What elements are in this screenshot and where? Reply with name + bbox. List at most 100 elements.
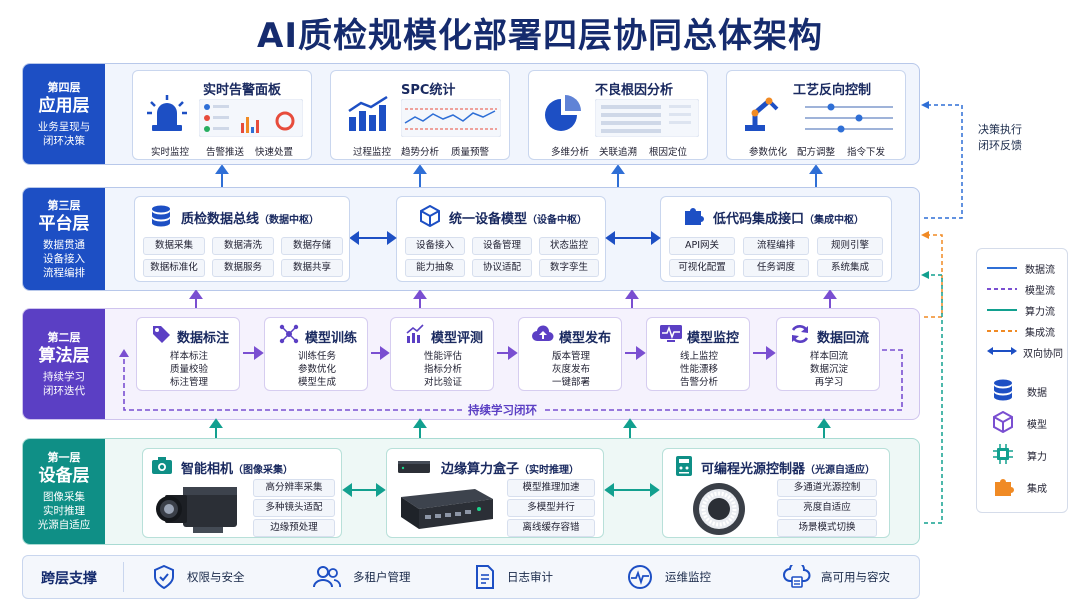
card-item: 性能评估 [423, 351, 462, 362]
platform-card-device-model[interactable]: 统一设备模型（设备中枢） 设备接入 设备管理 状态监控 能力抽象 协议适配 数字… [396, 196, 606, 282]
device-card-light-controller[interactable]: 可编程光源控制器（光源自适应） 多通道光源控制 亮度自适应 场景模式切换 [662, 448, 890, 538]
app-card-spc[interactable]: SPC统计 过程监控 趋势分析 质量预警 [330, 70, 510, 160]
legend: 数据流 模型流 算力流 集成流 双向协同 数据 模型 算力 集成 [976, 248, 1068, 513]
card-items: 训练任务参数优化模型生成 [265, 350, 369, 389]
cube-icon [420, 205, 440, 227]
bidirectional-arrows-device [342, 483, 660, 497]
card-item: 参数优化 [297, 364, 336, 375]
card-items: 线上监控性能漂移告警分析 [647, 350, 751, 389]
feature-pill: 数据存储 [281, 237, 343, 255]
layer-name: 应用层 [38, 95, 90, 116]
layer-desc: 设备接入 [43, 252, 85, 265]
feature-pill: 系统集成 [817, 259, 883, 277]
algo-card-release[interactable]: 模型发布 版本管理灰度发布一键部署 [518, 317, 622, 391]
app-card-alarm[interactable]: 实时告警面板 实时监控 告警推送 快速处置 [132, 70, 312, 160]
card-title: 统一设备模型（设备中枢） [449, 208, 587, 227]
layer-number: 第二层 [47, 330, 81, 344]
controller-icon [676, 456, 692, 476]
card-caption: 关联追溯 [599, 147, 638, 158]
users-icon [313, 566, 341, 588]
monitor-pulse-icon [660, 325, 682, 342]
layer-number: 第四层 [47, 80, 81, 94]
card-title-text: 统一设备模型 [449, 212, 528, 227]
edge-box-icon [398, 461, 430, 473]
cloud-upload-icon [532, 325, 554, 341]
feature-pill: 可视化配置 [669, 259, 735, 277]
card-items: 样本回流数据沉淀再学习 [777, 350, 881, 389]
legend-line-bidirectional [987, 347, 1017, 355]
card-caption: 趋势分析 [401, 147, 440, 158]
card-title-text: 边缘算力盒子 [441, 462, 520, 477]
platform-card-lowcode[interactable]: 低代码集成接口（集成中枢） API网关 流程编排 规则引擎 可视化配置 任务调度… [660, 196, 892, 282]
card-title-text: 质检数据总线 [181, 212, 260, 227]
page-title: AI质检规模化部署四层协同总体架构 [257, 16, 823, 56]
edge-box-image [401, 489, 493, 529]
card-item: 线上监控 [679, 351, 718, 362]
layer-name: 算法层 [38, 345, 90, 366]
device-card-camera[interactable]: 智能相机（图像采集） 高分辨率采集 多种镜头适配 边缘预处理 [142, 448, 342, 538]
footer-item: 权限与安全 [187, 570, 245, 584]
card-caption: 快速处置 [255, 147, 294, 158]
footer-item: 运维监控 [665, 570, 711, 584]
algo-card-evaluation[interactable]: 模型评测 性能评估指标分析对比验证 [390, 317, 494, 391]
algo-card-data-backflow[interactable]: 数据回流 样本回流数据沉淀再学习 [776, 317, 880, 391]
feature-pill: 边缘预处理 [253, 519, 335, 537]
layer-label-platform: 第三层 平台层 数据贯通 设备接入 流程编排 [23, 188, 105, 290]
card-title-text: 低代码集成接口 [713, 212, 805, 227]
algo-card-monitoring[interactable]: 模型监控 线上监控性能漂移告警分析 [646, 317, 750, 391]
feature-pill: 设备管理 [472, 237, 532, 255]
card-item: 一键部署 [551, 377, 590, 388]
feature-pill: 多模型并行 [507, 499, 595, 517]
refresh-icon [791, 325, 809, 343]
loop-label: 持续学习闭环 [462, 402, 543, 418]
siren-icon [147, 95, 187, 131]
card-subtitle: （集成中枢） [804, 215, 865, 226]
algo-card-training[interactable]: 模型训练 训练任务参数优化模型生成 [264, 317, 368, 391]
feature-pill: 数据清洗 [212, 237, 274, 255]
card-caption: 指令下发 [847, 147, 886, 158]
device-card-edge-box[interactable]: 边缘算力盒子（实时推理） 模型推理加速 多模型并行 离线缓存容错 [386, 448, 604, 538]
legend-chip-icon [993, 444, 1013, 464]
feature-pill: 场景模式切换 [777, 519, 877, 537]
layer-desc: 图像采集 [43, 491, 85, 503]
legend-line-compute [987, 309, 1017, 311]
app-card-process-control[interactable]: 工艺反向控制 参数优化 配方调整 指令下发 [726, 70, 906, 160]
card-title: 工艺反向控制 [793, 83, 872, 98]
feature-pill: 状态监控 [539, 237, 599, 255]
card-caption: 实时监控 [151, 147, 190, 158]
legend-label: 算力 [1027, 452, 1047, 463]
shield-icon [154, 565, 174, 589]
card-title-text: 可编程光源控制器 [701, 462, 806, 477]
card-caption: 质量预警 [451, 147, 490, 158]
layer-desc: 业务呈现与 [37, 120, 91, 133]
card-item: 灰度发布 [551, 364, 590, 375]
cloud-server-icon [783, 565, 811, 588]
layer-label-algorithm: 第二层 算法层 持续学习 闭环迭代 [23, 309, 105, 419]
legend-label: 数据流 [1025, 265, 1055, 276]
model-flow-arrows-l2-l3 [189, 290, 837, 308]
card-item: 标注管理 [169, 377, 208, 388]
layer-label-device: 第一层 设备层 图像采集 实时推理 光源自适应 [23, 439, 105, 544]
feature-pill: 高分辨率采集 [253, 479, 335, 497]
card-title: 不良根因分析 [595, 83, 674, 98]
card-title: 数据标注 [177, 331, 230, 346]
card-caption: 配方调整 [797, 147, 836, 158]
industrial-camera-image [156, 487, 237, 533]
data-flow-arrows-l3-l4 [215, 165, 823, 187]
card-subtitle: （实时推理） [519, 465, 580, 476]
card-subtitle: （光源自适应） [805, 465, 876, 476]
card-caption: 多维分析 [551, 147, 590, 158]
algo-card-labeling[interactable]: 数据标注 样本标注质量校验标注管理 [136, 317, 240, 391]
legend-model-icon [993, 411, 1013, 433]
card-title: 模型监控 [687, 331, 740, 346]
feature-pill: 数据服务 [212, 259, 274, 277]
card-title: 质检数据总线（数据中枢） [181, 208, 319, 227]
card-item: 性能漂移 [679, 364, 718, 375]
legend-label: 数据 [1027, 388, 1047, 399]
feature-pill: 多种镜头适配 [253, 499, 335, 517]
platform-card-data-bus[interactable]: 质检数据总线（数据中枢） 数据采集 数据清洗 数据存储 数据标准化 数据服务 数… [134, 196, 350, 282]
feature-pill: 设备接入 [405, 237, 465, 255]
feature-pill: 模型推理加速 [507, 479, 595, 497]
ring-light-image [693, 483, 745, 535]
app-card-root-cause[interactable]: 不良根因分析 多维分析 关联追溯 根因定位 [528, 70, 708, 160]
